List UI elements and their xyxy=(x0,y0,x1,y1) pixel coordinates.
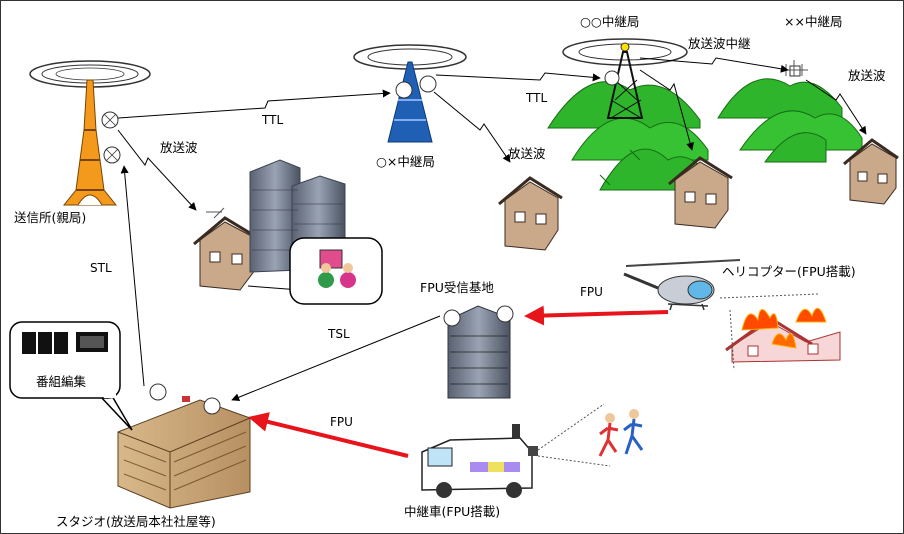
broadcast-relay-link xyxy=(639,57,789,73)
broadcast-label-3: 放送波 xyxy=(848,68,886,83)
tsl-link xyxy=(231,315,441,402)
helicopter-view-lines xyxy=(719,293,819,371)
relay-car-icon xyxy=(421,424,538,498)
relay-oo-tower-icon xyxy=(562,38,688,119)
helicopter-icon xyxy=(623,259,741,311)
house-right1-icon xyxy=(668,156,733,229)
fpu-base-label: FPU受信基地 xyxy=(420,280,494,295)
stl-link xyxy=(120,165,145,387)
studio-label: スタジオ(放送局本社社屋等) xyxy=(56,514,216,529)
broadcast-link-oo xyxy=(639,69,694,151)
relay-xx-label: ××中継局 xyxy=(784,14,842,29)
program-edit-label: 番組編集 xyxy=(36,374,87,389)
relay-oo-label: ○○中継局 xyxy=(580,14,639,29)
house-mid-icon xyxy=(498,176,563,251)
tsl-label: TSL xyxy=(327,327,350,341)
program-edit-callout xyxy=(9,321,133,431)
runners-icon xyxy=(598,409,644,457)
car-camera-view-lines xyxy=(537,403,611,467)
broadcast-relay-label: 放送波中継 xyxy=(688,36,751,51)
mountains-left-icon xyxy=(547,81,713,191)
fpu-link-heli xyxy=(524,305,669,326)
relay-ox-tower-icon xyxy=(353,44,467,143)
ttl-link-2 xyxy=(435,72,601,82)
broadcast-link-3 xyxy=(805,79,867,135)
helicopter-label: ヘリコプター(FPU搭載) xyxy=(722,264,856,279)
broadcast-label-1: 放送波 xyxy=(160,140,198,155)
broadcast-link-1 xyxy=(117,129,197,211)
relay-ox-label: ○×中継局 xyxy=(376,154,435,169)
house-right2-icon xyxy=(843,138,899,205)
relay-xx-antenna-icon xyxy=(782,60,808,77)
house-near-transmitter-icon xyxy=(193,207,259,291)
transmitter-tower-icon xyxy=(29,60,151,206)
fpu-label-heli: FPU xyxy=(580,285,603,299)
mountains-right-icon xyxy=(717,78,863,163)
burning-house-icon xyxy=(725,307,841,363)
stl-label: STL xyxy=(90,261,112,275)
studio-building-icon xyxy=(117,383,251,509)
ttl-label-2: TTL xyxy=(525,91,547,105)
ttl-label-1: TTL xyxy=(261,113,283,127)
transmitter-label: 送信所(親局) xyxy=(14,210,86,225)
tv-viewer-bubble xyxy=(247,237,383,305)
ttl-link-1 xyxy=(117,89,391,119)
broadcast-label-2: 放送波 xyxy=(508,146,546,161)
fpu-label-car: FPU xyxy=(330,415,353,429)
broadcast-link-2 xyxy=(433,91,511,163)
fpu-link-car xyxy=(248,412,409,458)
fpu-base-building-icon xyxy=(443,305,514,399)
relay-car-label: 中継車(FPU搭載) xyxy=(404,504,500,519)
